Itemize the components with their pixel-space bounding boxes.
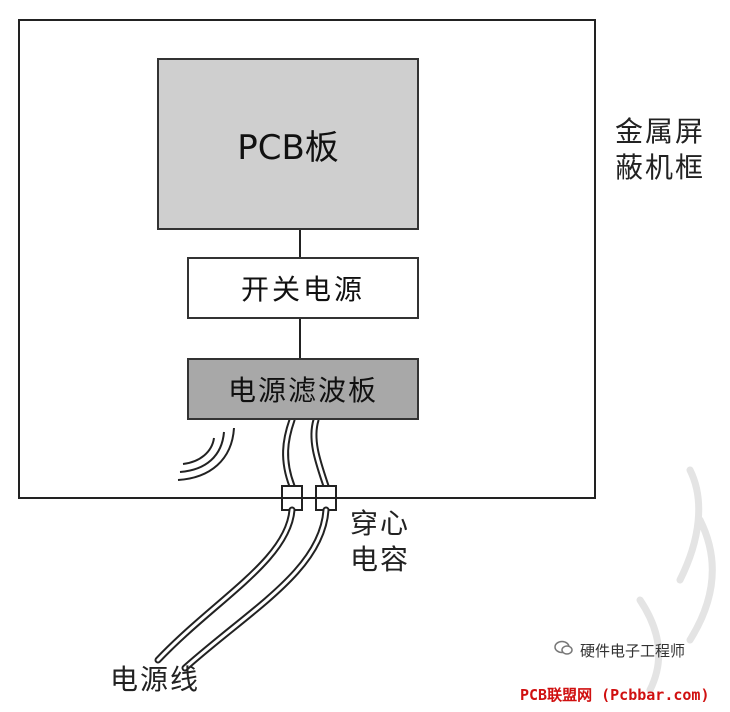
power-filter-board: 电源滤波板 [187,358,419,420]
capacitor-label-line-1: 穿心 [350,507,411,540]
feedthrough-capacitors [279,485,339,511]
emission-waves-icon [177,427,235,481]
filter-leads [282,416,330,490]
shield-label-line-1: 金属屏 [615,115,706,148]
switching-power-supply: 开关电源 [187,257,419,319]
feedthrough-capacitor-label: 穿心 电容 [350,506,440,578]
power-cable-label: 电源线 [110,663,201,696]
capacitor-label-line-2: 电容 [350,543,411,576]
wechat-icon [554,640,573,655]
power-filter-board-label: 电源滤波板 [227,374,378,407]
background-watermark-glyph [636,466,716,694]
shield-label: 金属屏 蔽机框 [615,114,725,186]
watermark-url: PCB联盟网 (Pcbbar.com) [520,686,710,704]
pcb-board-label: PCB板 [237,127,339,168]
pcb-board: PCB板 [157,58,419,230]
power-cable [154,506,330,672]
watermark-account-name: 硬件电子工程师 [580,642,686,660]
shield-label-line-2: 蔽机框 [615,151,706,184]
switching-power-supply-label: 开关电源 [240,273,365,306]
